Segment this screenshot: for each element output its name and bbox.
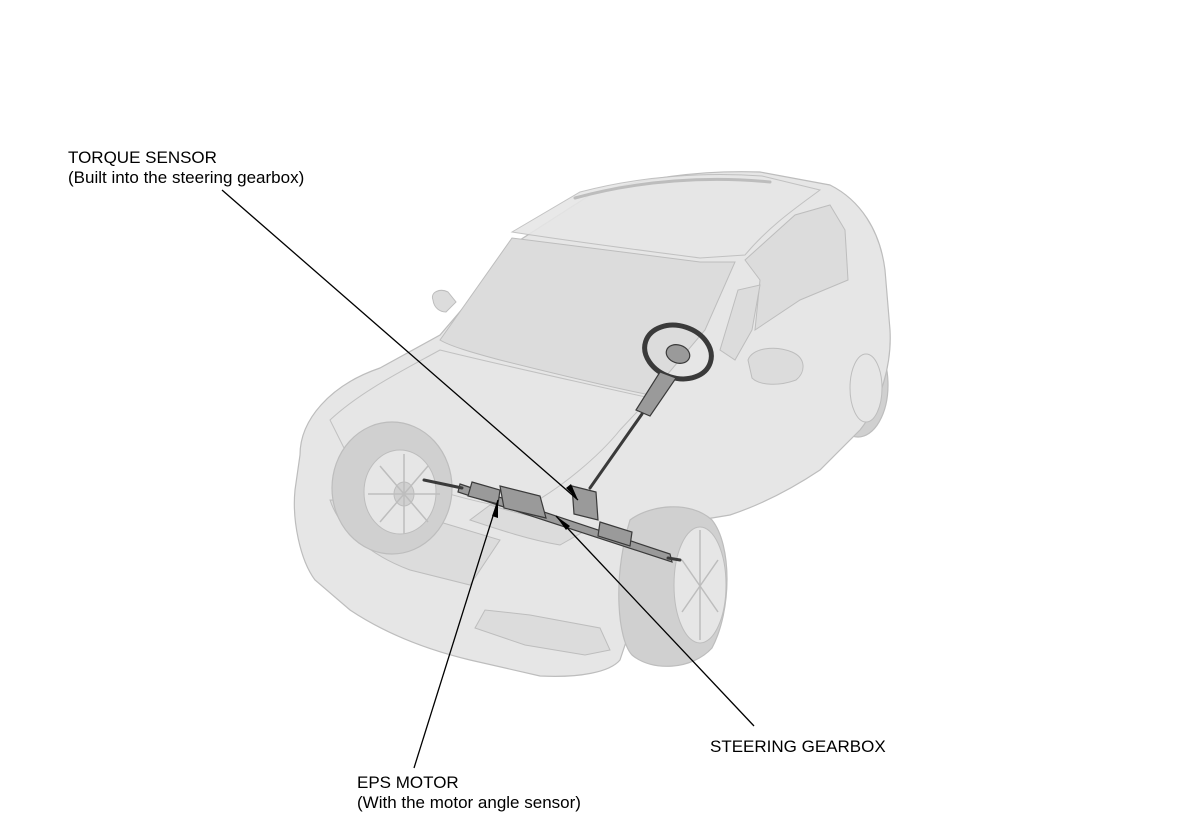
left-mirror <box>431 289 457 313</box>
eps-motor-leader <box>413 499 499 769</box>
torque-sensor-label: TORQUE SENSOR <box>68 148 217 167</box>
eps-motor-note: (With the motor angle sensor) <box>357 793 581 812</box>
steering-wheel <box>642 322 714 382</box>
torque-sensor-leader <box>221 189 579 501</box>
steering-gearbox-arrowhead <box>556 516 570 530</box>
steering-gearbox-callout: STEERING GEARBOX <box>710 737 886 757</box>
right-mirror <box>747 347 804 385</box>
intermediate-shaft <box>588 412 644 490</box>
eps-motor-callout: EPS MOTOR (With the motor angle sensor) <box>357 773 581 813</box>
left-tie-rod <box>422 478 464 490</box>
eps-motor-arrowhead <box>492 500 498 518</box>
torque-sensor-note: (Built into the steering gearbox) <box>68 168 305 187</box>
vehicle-body <box>293 171 891 677</box>
left-front-wheel <box>331 421 453 555</box>
leader-lines <box>221 189 755 769</box>
lower-grille <box>474 609 611 656</box>
steering-gearbox-leader <box>555 515 755 727</box>
torque-sensor-callout: TORQUE SENSOR (Built into the steering g… <box>68 148 304 188</box>
steering-column <box>635 371 677 417</box>
rear-right-rim <box>849 353 883 423</box>
right-tie-rod <box>666 556 682 562</box>
torque-sensor-housing <box>571 485 599 521</box>
steering-gearbox-label: STEERING GEARBOX <box>710 737 886 756</box>
windshield <box>439 237 736 396</box>
roof-rail <box>573 177 772 200</box>
eps-motor-label: EPS MOTOR <box>357 773 459 792</box>
side-window-front <box>719 284 761 361</box>
eps-motor-housing <box>499 485 547 519</box>
torque-sensor-arrowhead <box>566 484 578 500</box>
right-rack-boot <box>597 521 633 547</box>
right-front-wheel <box>618 506 728 667</box>
